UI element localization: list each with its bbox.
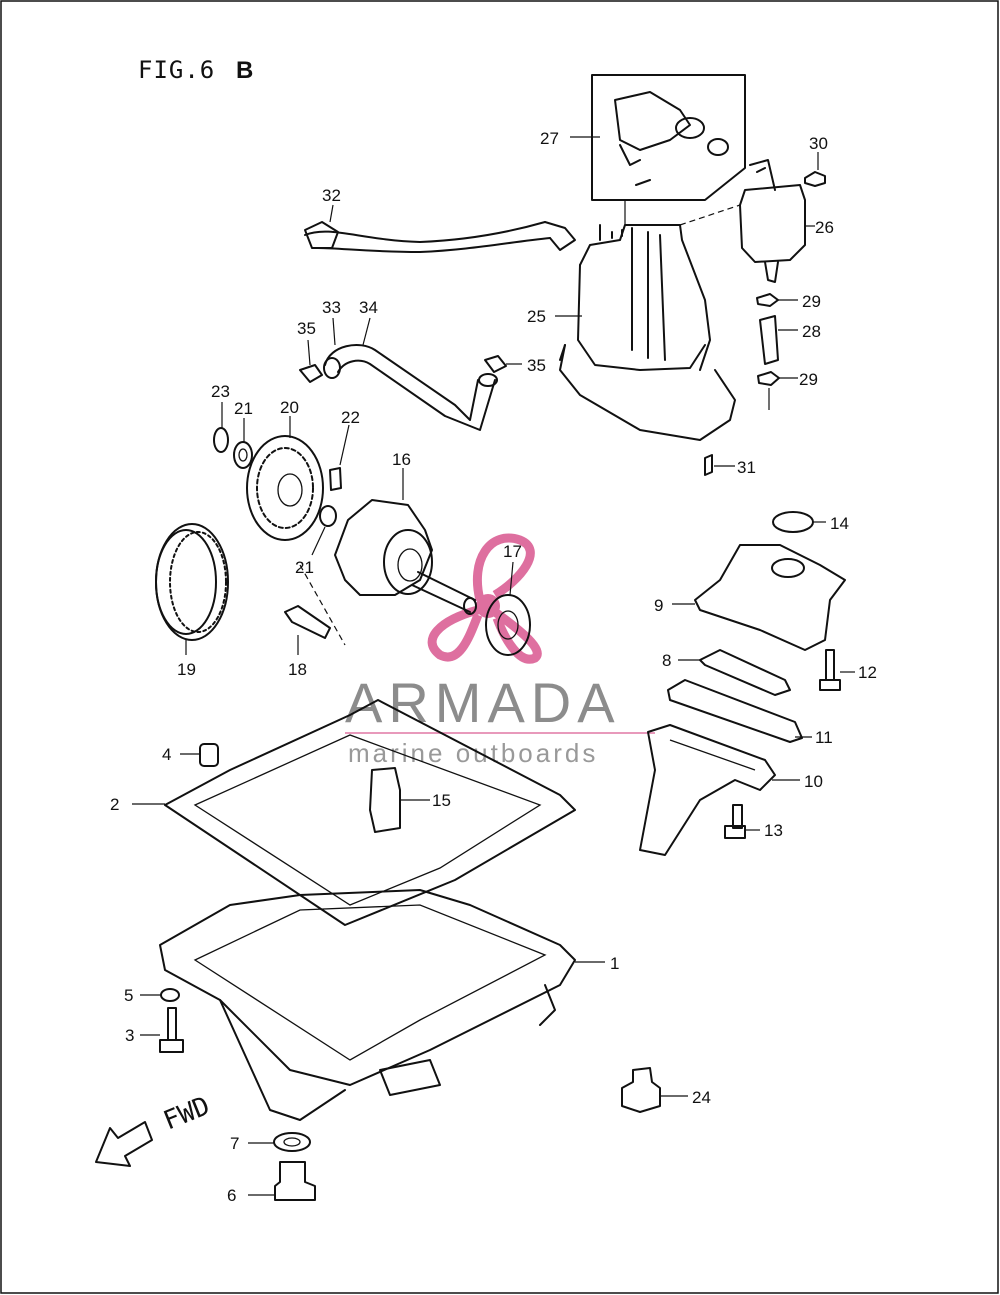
part-22-pin — [329, 424, 350, 491]
label-part-34: 34 — [359, 298, 378, 317]
figure-title: FIG.6 — [138, 56, 215, 84]
part-24-plug — [621, 1067, 688, 1113]
label-part-22: 22 — [341, 408, 360, 427]
label-part-9: 9 — [654, 596, 663, 615]
label-part-23: 23 — [211, 382, 230, 401]
part-7-washer — [248, 1132, 311, 1152]
label-part-21-lower: 21 — [295, 558, 314, 577]
part-13-bolt — [724, 804, 760, 839]
part-35-clamp-left — [299, 339, 323, 383]
label-part-21-upper: 21 — [234, 399, 253, 418]
label-part-31: 31 — [737, 458, 756, 477]
part-29-clip-upper — [756, 293, 798, 307]
label-part-3: 3 — [125, 1026, 134, 1045]
label-part-18: 18 — [288, 660, 307, 679]
label-part-13: 13 — [764, 821, 783, 840]
watermark-tagline: marine outboards — [348, 738, 598, 768]
part-6-plug — [248, 1161, 316, 1201]
part-29-clip-lower — [757, 371, 798, 410]
part-1-oil-pan — [159, 889, 605, 1121]
part-32-hose — [304, 204, 576, 253]
label-part-7: 7 — [230, 1134, 239, 1153]
label-part-14: 14 — [830, 514, 849, 533]
part-21-washer-lower — [311, 505, 337, 556]
part-17-oring — [485, 561, 531, 656]
label-part-6: 6 — [227, 1186, 236, 1205]
part-30-bolt — [804, 152, 826, 187]
label-part-10: 10 — [804, 772, 823, 791]
label-part-35-left: 35 — [297, 319, 316, 338]
label-part-16: 16 — [392, 450, 411, 469]
part-35-clamp-right — [484, 355, 522, 373]
part-14-oring — [772, 511, 826, 533]
label-part-28: 28 — [802, 322, 821, 341]
label-part-25: 25 — [527, 307, 546, 326]
label-part-2: 2 — [110, 795, 119, 814]
part-34-hose — [323, 317, 498, 431]
label-part-33: 33 — [322, 298, 341, 317]
part-31-screw — [704, 454, 735, 476]
fwd-label: FWD — [159, 1091, 214, 1136]
figure-title-suffix: B — [236, 57, 253, 84]
label-part-20: 20 — [280, 398, 299, 417]
part-21-washer-upper — [233, 418, 253, 469]
part-9-pipe — [672, 544, 846, 651]
label-part-26: 26 — [815, 218, 834, 237]
part-26-filter — [739, 159, 815, 283]
label-part-24: 24 — [692, 1088, 711, 1107]
part-20-gear — [246, 416, 324, 541]
part-8-gasket — [678, 649, 791, 696]
armada-logo-icon — [427, 533, 542, 664]
label-part-19: 19 — [177, 660, 196, 679]
label-part-32: 32 — [322, 186, 341, 205]
label-part-4: 4 — [162, 745, 171, 764]
label-part-27: 27 — [540, 129, 559, 148]
part-19-ring — [155, 523, 229, 655]
fwd-arrow-icon — [95, 1121, 153, 1167]
label-part-5: 5 — [124, 986, 133, 1005]
part-11-gasket — [667, 679, 812, 743]
part-15-fitting — [369, 767, 430, 833]
label-part-12: 12 — [858, 663, 877, 682]
label-part-11: 11 — [815, 728, 833, 747]
label-part-29-upper: 29 — [802, 292, 821, 311]
label-part-8: 8 — [662, 651, 671, 670]
part-5-washer — [140, 988, 180, 1002]
part-18-bolt — [284, 564, 346, 655]
part-16-pump — [334, 468, 477, 615]
label-part-1: 1 — [610, 954, 619, 973]
label-part-15: 15 — [432, 791, 451, 810]
part-4-dowel — [180, 743, 219, 767]
label-part-35-right: 35 — [527, 356, 546, 375]
label-part-17: 17 — [503, 542, 522, 561]
label-part-30: 30 — [809, 134, 828, 153]
part-27-group — [570, 74, 746, 201]
part-10-strainer — [639, 724, 800, 856]
part-3-bolt — [140, 1007, 184, 1053]
part-2-gasket — [132, 699, 576, 926]
label-part-29-lower: 29 — [799, 370, 818, 389]
part-25-housing — [555, 200, 741, 441]
watermark-brand: ARMADA — [345, 671, 621, 734]
part-28-hose — [759, 315, 798, 365]
part-23-circlip — [213, 402, 229, 453]
part-12-bolt — [819, 649, 855, 691]
